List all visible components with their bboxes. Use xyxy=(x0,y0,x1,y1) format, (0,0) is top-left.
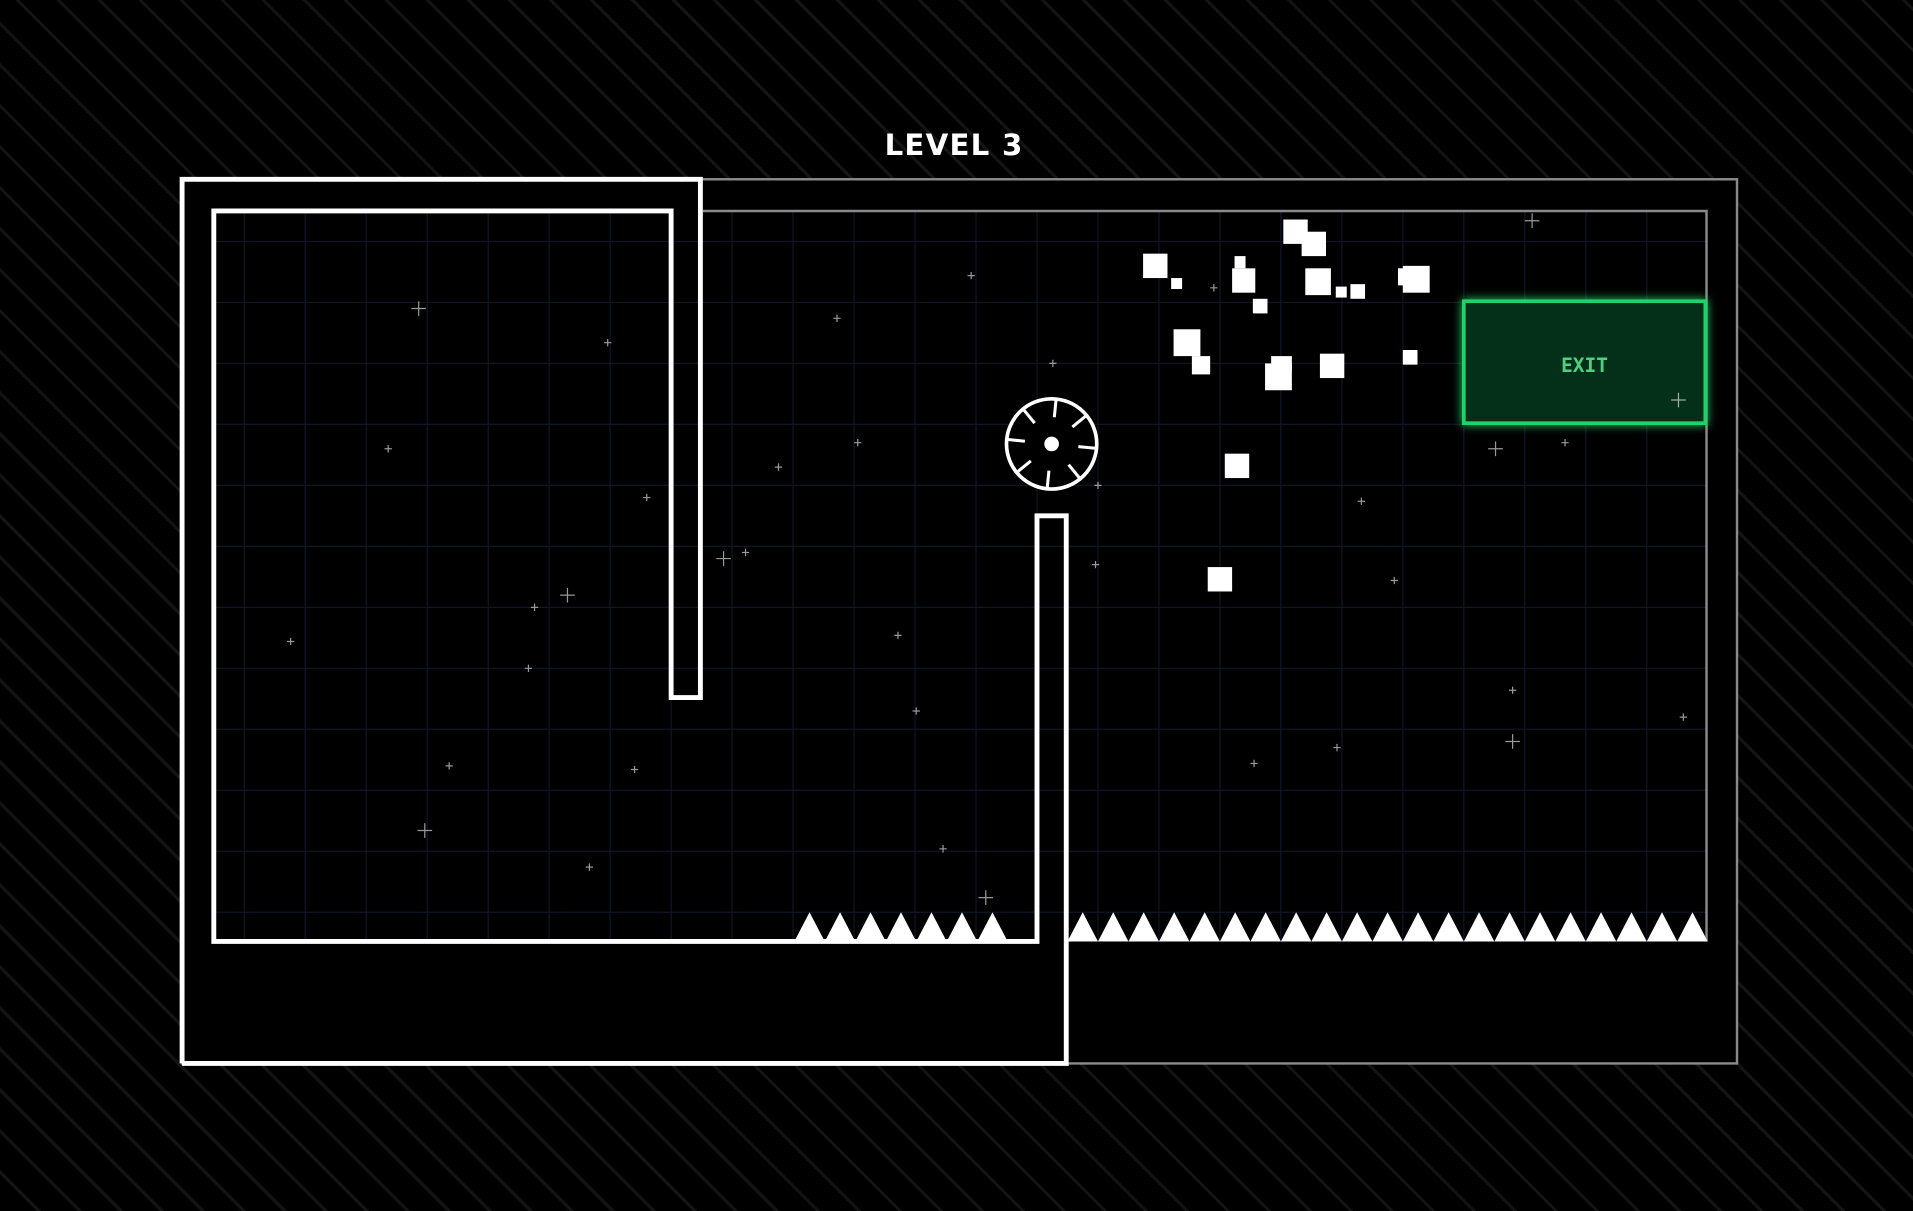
debris-block xyxy=(1207,567,1233,592)
exit-label: EXIT xyxy=(1561,354,1608,377)
star-icon xyxy=(1250,759,1258,768)
spike xyxy=(1341,912,1373,942)
star-icon xyxy=(417,823,433,838)
spike xyxy=(1616,912,1647,942)
spike xyxy=(1158,912,1190,942)
star-icon xyxy=(560,587,575,603)
spike xyxy=(1097,912,1129,942)
debris-blocks xyxy=(1143,219,1430,592)
ball-spoke xyxy=(1078,445,1096,450)
spike xyxy=(1524,912,1556,942)
player-ball xyxy=(1004,396,1099,491)
star-icon xyxy=(604,339,612,347)
star-icon xyxy=(1049,359,1057,368)
star-icon xyxy=(978,890,994,905)
background-grid xyxy=(213,210,1707,942)
star-icon xyxy=(585,863,594,871)
star-icon xyxy=(1488,441,1503,457)
star-icon xyxy=(530,603,539,611)
spike xyxy=(1463,912,1495,942)
star-icon xyxy=(286,637,295,646)
star-icon xyxy=(1094,481,1102,490)
spike xyxy=(1280,912,1312,942)
star-icon xyxy=(1524,213,1540,229)
star-icon xyxy=(1561,439,1569,447)
debris-block xyxy=(1305,268,1331,296)
debris-block xyxy=(1350,284,1366,299)
star-icon xyxy=(524,664,533,672)
star-icon xyxy=(384,445,392,453)
debris-block xyxy=(1171,278,1183,290)
spike xyxy=(1585,912,1617,942)
spike-hazards xyxy=(794,912,1708,942)
debris-block xyxy=(1232,268,1256,293)
ball-spoke xyxy=(1016,459,1032,473)
star-icon xyxy=(1505,734,1520,749)
star-icon xyxy=(854,439,862,447)
spike xyxy=(1494,912,1525,942)
spike xyxy=(1555,912,1586,942)
star-icon xyxy=(411,301,427,316)
spike xyxy=(1646,912,1678,942)
star-icon xyxy=(643,493,651,502)
spike xyxy=(946,912,978,942)
ball-spoke xyxy=(1071,414,1087,429)
star-icon xyxy=(1333,743,1341,752)
debris-block xyxy=(1319,353,1345,379)
star-icon xyxy=(894,631,902,640)
debris-block xyxy=(1191,356,1211,375)
star-icon xyxy=(1508,686,1517,694)
debris-block xyxy=(1252,298,1268,314)
spike xyxy=(1067,912,1098,942)
spike xyxy=(977,912,1008,942)
ball-spoke xyxy=(1052,400,1058,418)
star-icon xyxy=(630,765,639,774)
exit-zone: EXIT xyxy=(1461,299,1708,426)
spike xyxy=(855,912,886,942)
debris-block xyxy=(1143,253,1168,279)
debris-block xyxy=(1335,286,1347,298)
spike xyxy=(885,912,917,942)
spike xyxy=(1189,912,1220,942)
ball-spoke xyxy=(1022,408,1036,425)
debris-block xyxy=(1173,329,1201,357)
star-icon xyxy=(741,548,750,557)
ball-spoke xyxy=(1045,470,1051,488)
debris-block xyxy=(1234,256,1246,269)
star-icon xyxy=(445,762,453,770)
star-icon xyxy=(1091,560,1100,569)
ball-spoke xyxy=(1007,438,1026,443)
spike xyxy=(1128,912,1159,942)
spike xyxy=(1219,912,1251,942)
spike xyxy=(916,912,947,942)
star-icon xyxy=(774,463,783,471)
spike xyxy=(1372,912,1403,942)
debris-block xyxy=(1402,265,1430,293)
star-icon xyxy=(967,271,975,280)
star-icon xyxy=(833,314,841,322)
debris-block xyxy=(1224,453,1250,479)
level-title: LEVEL 3 xyxy=(885,128,1024,162)
spike xyxy=(1311,912,1342,942)
star-icon xyxy=(1679,713,1688,721)
solid-walls xyxy=(179,176,1069,1066)
star-icon xyxy=(716,551,731,566)
spike xyxy=(1677,912,1708,942)
debris-block xyxy=(1265,363,1292,391)
spike xyxy=(1433,912,1464,942)
spike xyxy=(1250,912,1281,942)
inner-boundary xyxy=(702,209,1708,942)
spike xyxy=(794,912,825,942)
debris-block xyxy=(1402,350,1418,365)
ball-spoke xyxy=(1067,463,1081,479)
star-icon xyxy=(1210,284,1218,292)
star-icon xyxy=(1357,497,1366,505)
star-field xyxy=(286,213,1688,905)
star-icon xyxy=(939,845,947,853)
debris-block xyxy=(1301,231,1327,257)
star-icon xyxy=(912,707,920,715)
spike xyxy=(1402,912,1434,942)
spike xyxy=(824,912,856,942)
star-icon xyxy=(1390,576,1398,585)
